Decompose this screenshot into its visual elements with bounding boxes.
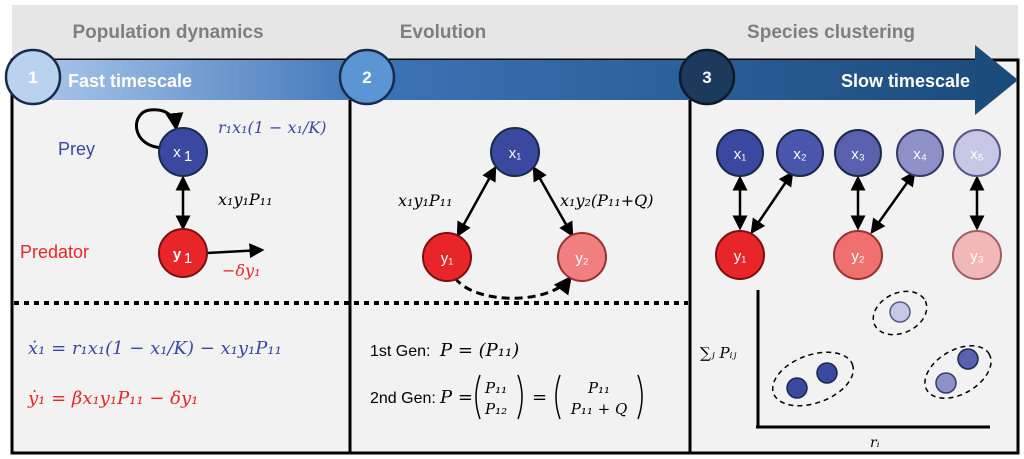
cluster-node-x1-label: x₁ — [734, 146, 747, 163]
cluster-node-y1 — [715, 230, 765, 280]
prey-node-sub: 1 — [184, 148, 192, 165]
growth-term: r₁x₁(1 − x₁/K) — [218, 118, 327, 137]
cluster-node-y2-label: y₂ — [851, 248, 865, 265]
cluster-node-y1-label: y₁ — [734, 248, 747, 265]
cluster-node-x3-label: x₃ — [851, 146, 865, 163]
evo-node-y2-label: y₂ — [575, 250, 589, 267]
cluster-node-y2 — [833, 230, 883, 280]
cluster-ellipse-2 — [872, 290, 928, 336]
prey-label: Prey — [58, 139, 95, 159]
inset-x-label: rᵢ — [870, 435, 880, 451]
predator-node-sub: 1 — [184, 250, 192, 267]
header-species-clustering: Species clustering — [747, 22, 915, 43]
step-1-circle — [4, 48, 62, 106]
gen2-rhs-top: P₁₁ — [587, 379, 610, 397]
fast-timescale-label: Fast timescale — [68, 71, 192, 91]
step-3-circle — [678, 48, 736, 106]
prey-self-loop-arrow — [135, 108, 184, 150]
x2-y1-link — [750, 170, 794, 235]
evo-node-y2 — [557, 232, 607, 282]
gen1-label: 1st Gen: — [370, 343, 430, 360]
cluster-node-x2 — [776, 129, 824, 177]
slow-timescale-label: Slow timescale — [841, 71, 970, 91]
gen2-vec-bot: P₁₂ — [484, 400, 507, 418]
gen2-vec-paren-left — [475, 374, 481, 420]
header-population-dynamics: Population dynamics — [72, 22, 263, 43]
predator-node-label: y — [173, 246, 182, 263]
gen2-vec-paren-right — [517, 374, 523, 420]
step-3-number: 3 — [702, 68, 711, 87]
cluster-1-point-b — [816, 362, 838, 384]
gen2-vec-top: P₁₁ — [484, 379, 507, 397]
evo-node-x1-label: x₁ — [509, 145, 522, 162]
step-2-circle — [338, 48, 396, 106]
evo-right-term: x₁y₂(P₁₁+Q) — [560, 191, 654, 210]
cluster-node-x3 — [834, 129, 882, 177]
evo-node-y1-label: y₁ — [441, 250, 454, 267]
cluster-2-point — [889, 301, 911, 323]
predator-death-arrow — [206, 243, 265, 259]
inset-y-label: ∑ⱼ Pᵢⱼ — [700, 344, 737, 362]
gen2-rhs-paren-right — [637, 374, 643, 420]
cluster-node-x2-label: x₂ — [793, 146, 807, 163]
predator-node-y1 — [158, 228, 208, 278]
predator-label: Predator — [20, 242, 89, 262]
cluster-ellipse-1 — [771, 351, 855, 407]
evo-left-term: x₁y₁P₁₁ — [398, 191, 452, 210]
prey-node-x1 — [158, 127, 208, 177]
x4-y2-link — [870, 170, 916, 235]
death-term: −δy₁ — [222, 261, 261, 280]
prey-equation: ẋ₁ = r₁x₁(1 − x₁/K) − x₁y₁P₁₁ — [28, 338, 282, 359]
x1-y1-arrow — [456, 165, 497, 238]
header-evolution: Evolution — [400, 22, 487, 43]
cluster-3-point-b — [957, 348, 979, 370]
header-strip — [12, 5, 1018, 60]
gen2-rhs-bot: P₁₁ + Q — [570, 400, 628, 418]
cluster-node-x1 — [716, 129, 764, 177]
cluster-node-y3 — [952, 230, 1002, 280]
prey-node-label: x — [173, 144, 181, 161]
gen2-label: 2nd Gen: — [370, 390, 436, 407]
cluster-node-y3-label: y₃ — [970, 248, 984, 265]
cluster-node-x4 — [896, 129, 944, 177]
x1-y2-arrow — [532, 165, 574, 238]
cluster-3-point-a — [935, 372, 957, 394]
timescale-arrow — [35, 45, 1018, 115]
gen2-lhs: P = — [439, 387, 473, 408]
cluster-ellipse-3 — [924, 345, 992, 399]
cluster-1-point-a — [786, 377, 808, 399]
cluster-node-x5 — [953, 129, 1001, 177]
evo-node-y1 — [422, 232, 472, 282]
evo-node-x1 — [490, 127, 540, 177]
cluster-node-x5-label: x₅ — [970, 146, 984, 163]
step-1-number: 1 — [28, 68, 37, 87]
gen2-equals: = — [532, 387, 547, 408]
predator-equation: ẏ₁ = βx₁y₁P₁₁ − δy₁ — [27, 388, 198, 409]
cluster-node-x4-label: x₄ — [913, 146, 927, 163]
gen2-rhs-paren-left — [555, 374, 561, 420]
step-2-number: 2 — [362, 68, 371, 87]
interaction-term: x₁y₁P₁₁ — [218, 190, 272, 209]
gen1-equation: P = (P₁₁) — [439, 340, 519, 361]
